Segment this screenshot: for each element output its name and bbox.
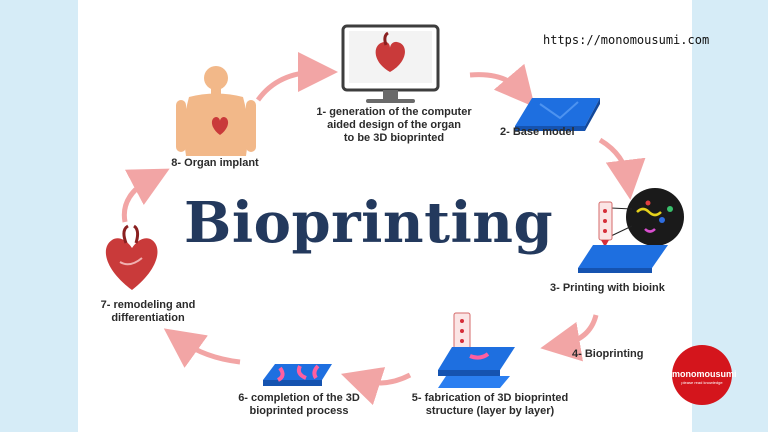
step-8-label: 8- Organ implant: [171, 157, 259, 169]
human-torso-icon: [176, 66, 256, 156]
step-7-label: 7- remodeling and differentiation: [100, 299, 196, 324]
step-4-label: 4- Bioprinting: [572, 348, 644, 360]
layer-fabrication-icon: [438, 312, 515, 388]
brand-tagline: please read knowledge: [681, 380, 723, 385]
arrow-2-to-3: [598, 137, 646, 200]
step-5-label: 5- fabrication of 3D bioprinted structur…: [411, 392, 569, 417]
arrow-1-to-2: [469, 63, 535, 108]
page-title: Bioprinting: [184, 190, 554, 256]
arrow-4-to-5: [340, 367, 412, 406]
step-6-label: 6- completion of the 3D bioprinted proce…: [238, 392, 360, 417]
watermark-url: https://monomousumi.com: [543, 33, 710, 47]
arrow-5-to-6: [163, 328, 241, 368]
brand-logo[interactable]: monomousumi please read knowledge: [672, 345, 737, 405]
base-model-icon: [515, 98, 600, 131]
monitor-heart-icon: [341, 24, 440, 103]
arrow-3-to-4: [540, 314, 599, 362]
step-1-label: 1- generation of the computer aided desi…: [316, 106, 472, 144]
step-2-label: 2- Base model: [500, 126, 575, 138]
brand-name: monomousumi: [672, 369, 737, 379]
step-3-label: 3- Printing with bioink: [550, 282, 665, 294]
arrow-8-to-1: [255, 52, 338, 102]
heart-icon: [105, 224, 158, 290]
bioink-printer-icon: [578, 188, 684, 273]
completed-model-icon: [263, 364, 332, 386]
arrow-6-to-7: [121, 168, 170, 223]
